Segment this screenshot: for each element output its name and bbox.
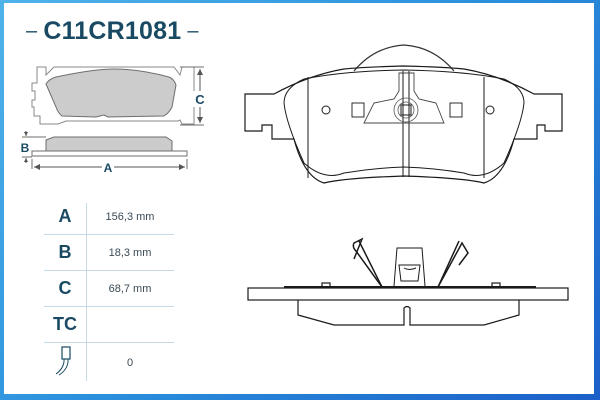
spec-value: 0 <box>126 357 134 369</box>
spec-value: 18,3 mm <box>108 246 152 259</box>
pad-technical-drawing <box>244 44 569 326</box>
spec-key: C <box>58 278 72 298</box>
dimension-diagram: C B A <box>21 66 207 175</box>
pad-side-view <box>247 237 569 326</box>
wear-sensor-icon <box>44 345 86 382</box>
product-code: C11CR1081 <box>43 17 182 45</box>
label-b: B <box>21 141 30 155</box>
pad-friction-front <box>45 68 177 118</box>
mount-hole-right <box>485 105 495 115</box>
pad-backplate-outline <box>244 65 563 184</box>
spec-row-b: B 18,3 mm <box>44 235 174 271</box>
spring-clip <box>352 237 383 288</box>
mount-hole-left <box>321 105 331 115</box>
title-dash-left: – <box>26 20 38 42</box>
spec-key: A <box>58 206 72 226</box>
label-c: C <box>195 92 205 107</box>
spec-key: TC <box>53 314 77 334</box>
title-dash-right: – <box>187 20 199 42</box>
spec-value: 156,3 mm <box>105 210 155 223</box>
pad-friction-outline <box>283 69 525 176</box>
spec-row-a: A 156,3 mm <box>44 199 174 235</box>
product-card: – C11CR1081 – C B A <box>4 3 594 394</box>
spec-value: 68,7 mm <box>108 282 152 295</box>
pad-backplate-side <box>31 150 188 157</box>
spec-row-tc: TC <box>44 307 174 343</box>
center-clip <box>363 72 445 124</box>
spec-row-wear-sensor: 0 <box>44 343 174 383</box>
product-title: – C11CR1081 – <box>26 17 199 46</box>
table-divider <box>86 203 87 381</box>
side-backplate <box>247 287 569 301</box>
spec-row-c: C 68,7 mm <box>44 271 174 307</box>
spec-key: B <box>58 242 72 262</box>
pad-top-arc <box>353 44 455 72</box>
label-a: A <box>104 161 113 175</box>
side-friction <box>297 300 520 326</box>
spec-table: A 156,3 mm B 18,3 mm C 68,7 mm TC <box>44 199 174 383</box>
